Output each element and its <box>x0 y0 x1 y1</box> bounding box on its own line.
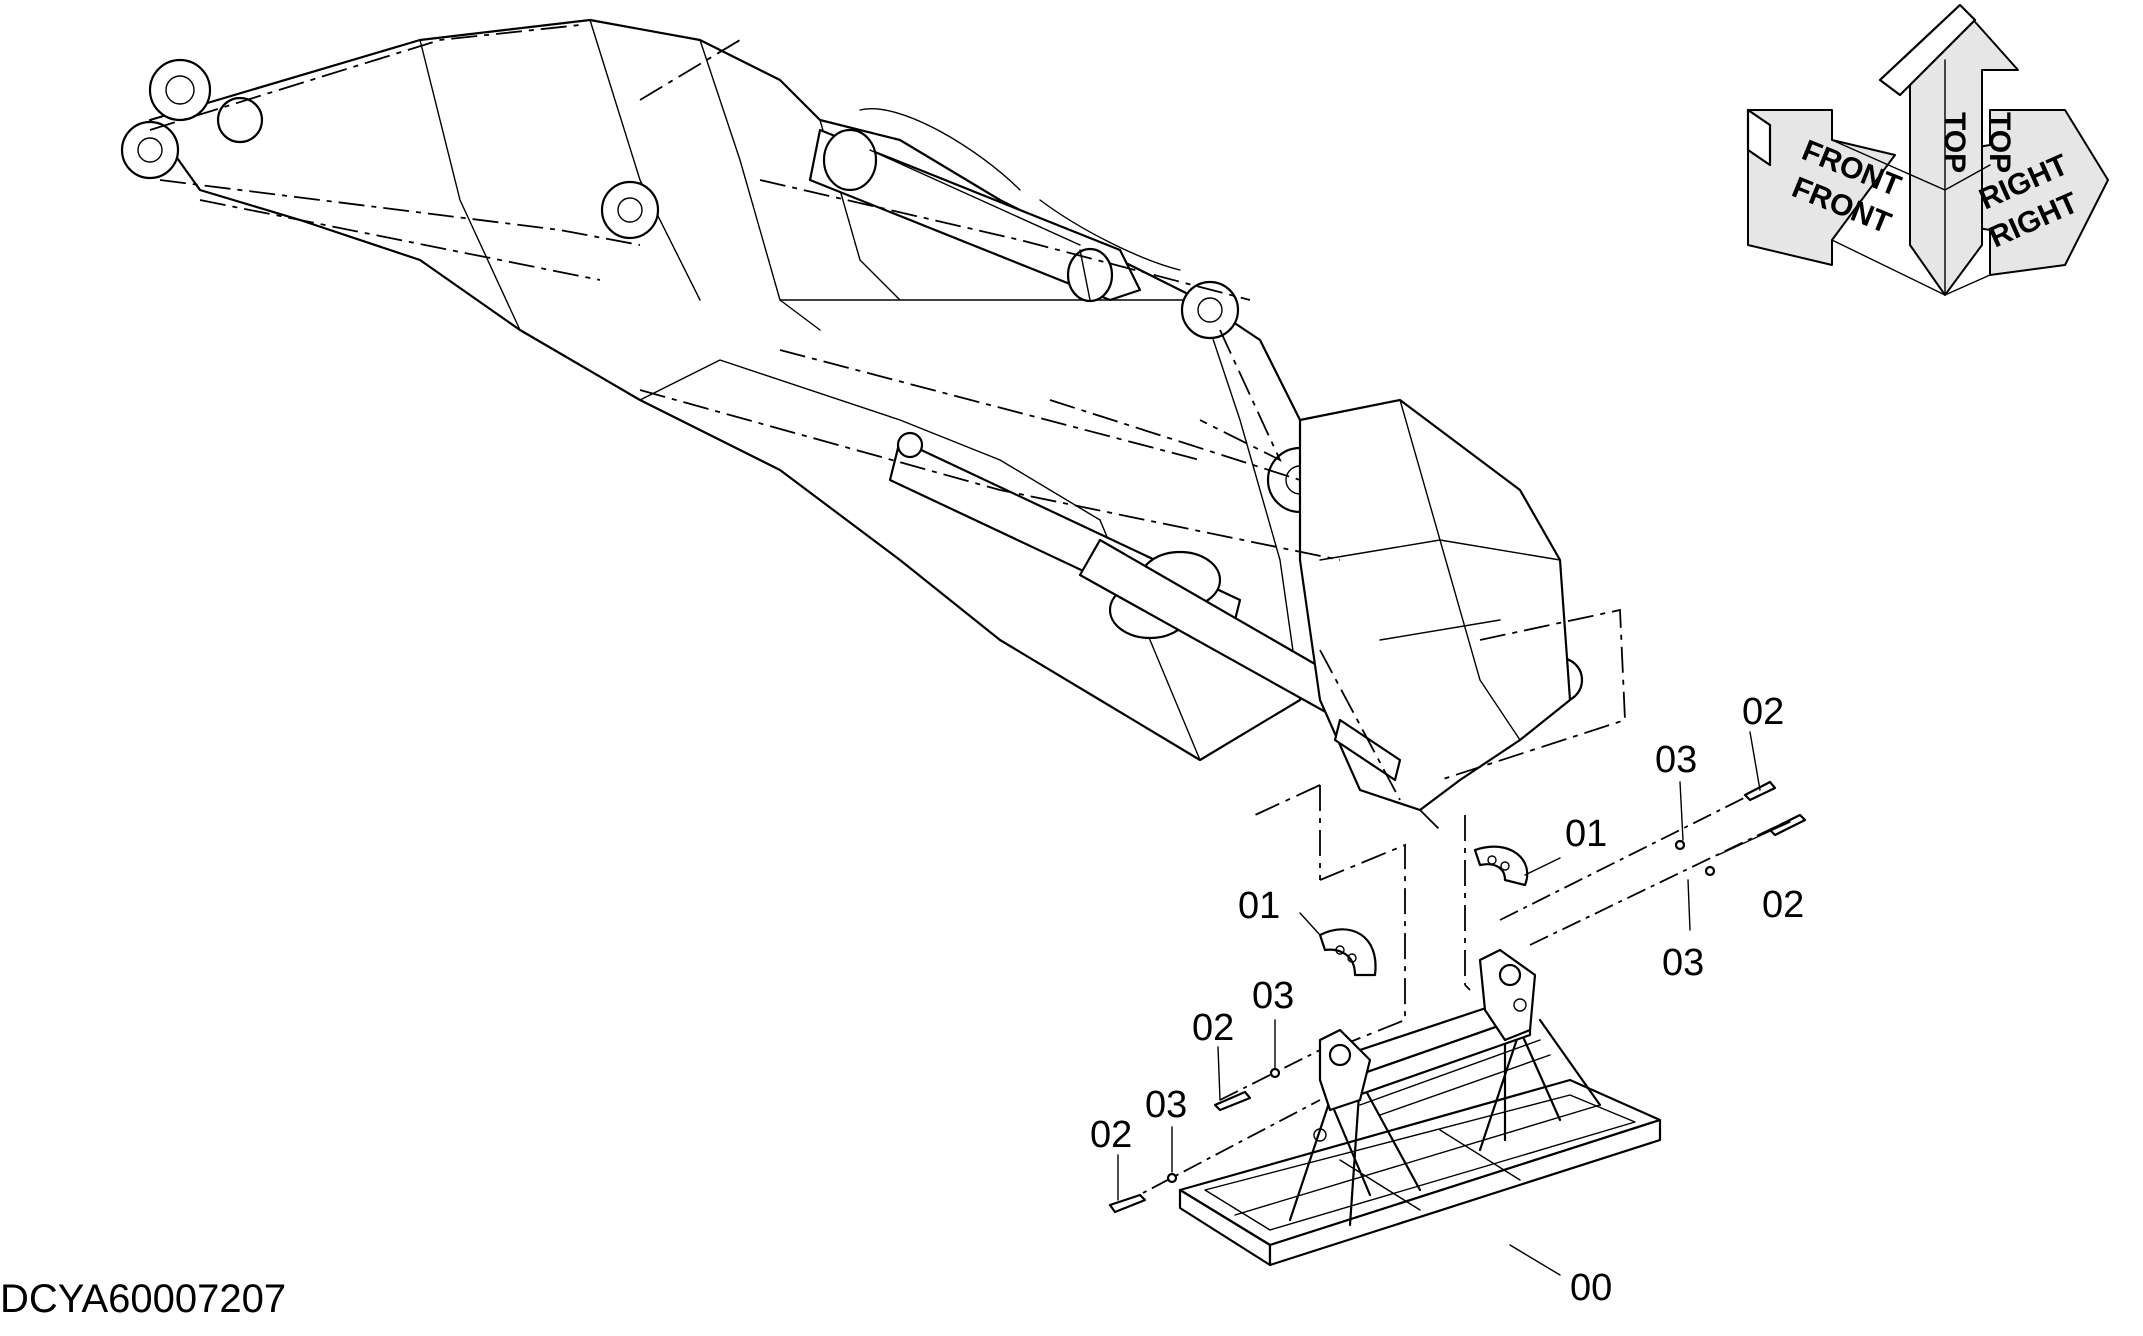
leader-lines <box>1117 731 1791 1276</box>
pin-set-right <box>1499 780 1807 946</box>
callout-labels: 02 03 01 02 03 01 03 02 03 02 00 <box>1090 691 1804 1309</box>
compass-top-lower: TOP <box>1983 112 2016 173</box>
orientation-compass: FRONT FRONT TOP TOP RIGHT RIGHT <box>1746 3 2109 296</box>
assembly-alignment-lines <box>1254 784 1471 1051</box>
callout-label: 02 <box>1090 1114 1132 1156</box>
callout-label: 02 <box>1762 884 1804 926</box>
boom-alignment-lines <box>149 24 1626 831</box>
callout-label: 02 <box>1742 691 1784 733</box>
drawing-code: DCYA60007207 <box>0 1277 286 1321</box>
plate-right <box>1473 845 1529 887</box>
callout-label: 03 <box>1145 1084 1187 1126</box>
callout-label: 00 <box>1570 1267 1612 1309</box>
front-arrow-icon <box>1747 109 1896 266</box>
lifting-stand <box>1178 948 1662 1267</box>
boom-assembly <box>120 18 1584 812</box>
callout-label: 03 <box>1655 739 1697 781</box>
compass-top-upper: TOP <box>1938 112 1971 173</box>
pin-set-left <box>1108 1049 1321 1214</box>
plate-left <box>1318 928 1377 977</box>
callout-label: 03 <box>1662 942 1704 984</box>
callout-label: 01 <box>1238 885 1280 927</box>
callout-label: 01 <box>1565 813 1607 855</box>
callout-label: 02 <box>1192 1007 1234 1049</box>
callout-label: 03 <box>1252 975 1294 1017</box>
